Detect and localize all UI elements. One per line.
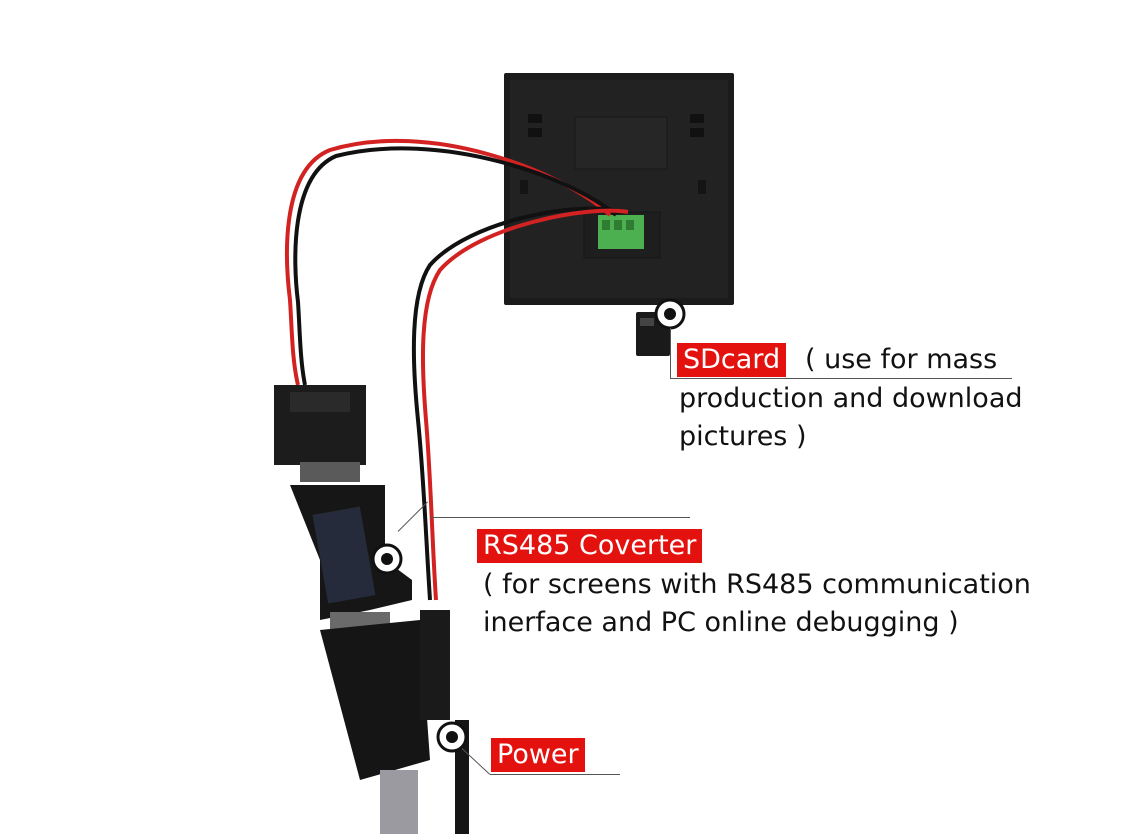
rs485-description: ( for screens with RS485 communication i… (483, 569, 1031, 638)
rs485-converter-device (290, 485, 412, 632)
terminal-block (598, 215, 644, 249)
sdcard-leader (670, 378, 1012, 379)
rj-connector (274, 385, 366, 482)
power-plug (420, 610, 469, 834)
usb-serial-cable (320, 620, 430, 834)
display-panel-back (504, 73, 734, 305)
power-tag: Power (491, 738, 585, 772)
callout-marker-rs485 (371, 543, 403, 575)
sdcard-tag: SDcard (677, 343, 787, 377)
rs485-leader (430, 517, 690, 518)
callout-marker-power (436, 721, 468, 753)
sdcard-description: production and download pictures ) (679, 383, 1023, 452)
cables (284, 138, 629, 601)
callout-marker-sdcard (654, 298, 686, 330)
power-leader (490, 774, 620, 775)
rs485-tag: RS485 Coverter (477, 529, 703, 563)
sdcard-description-line1: ( use for mass (805, 344, 998, 375)
sdcard-leader-vertical (670, 328, 671, 378)
